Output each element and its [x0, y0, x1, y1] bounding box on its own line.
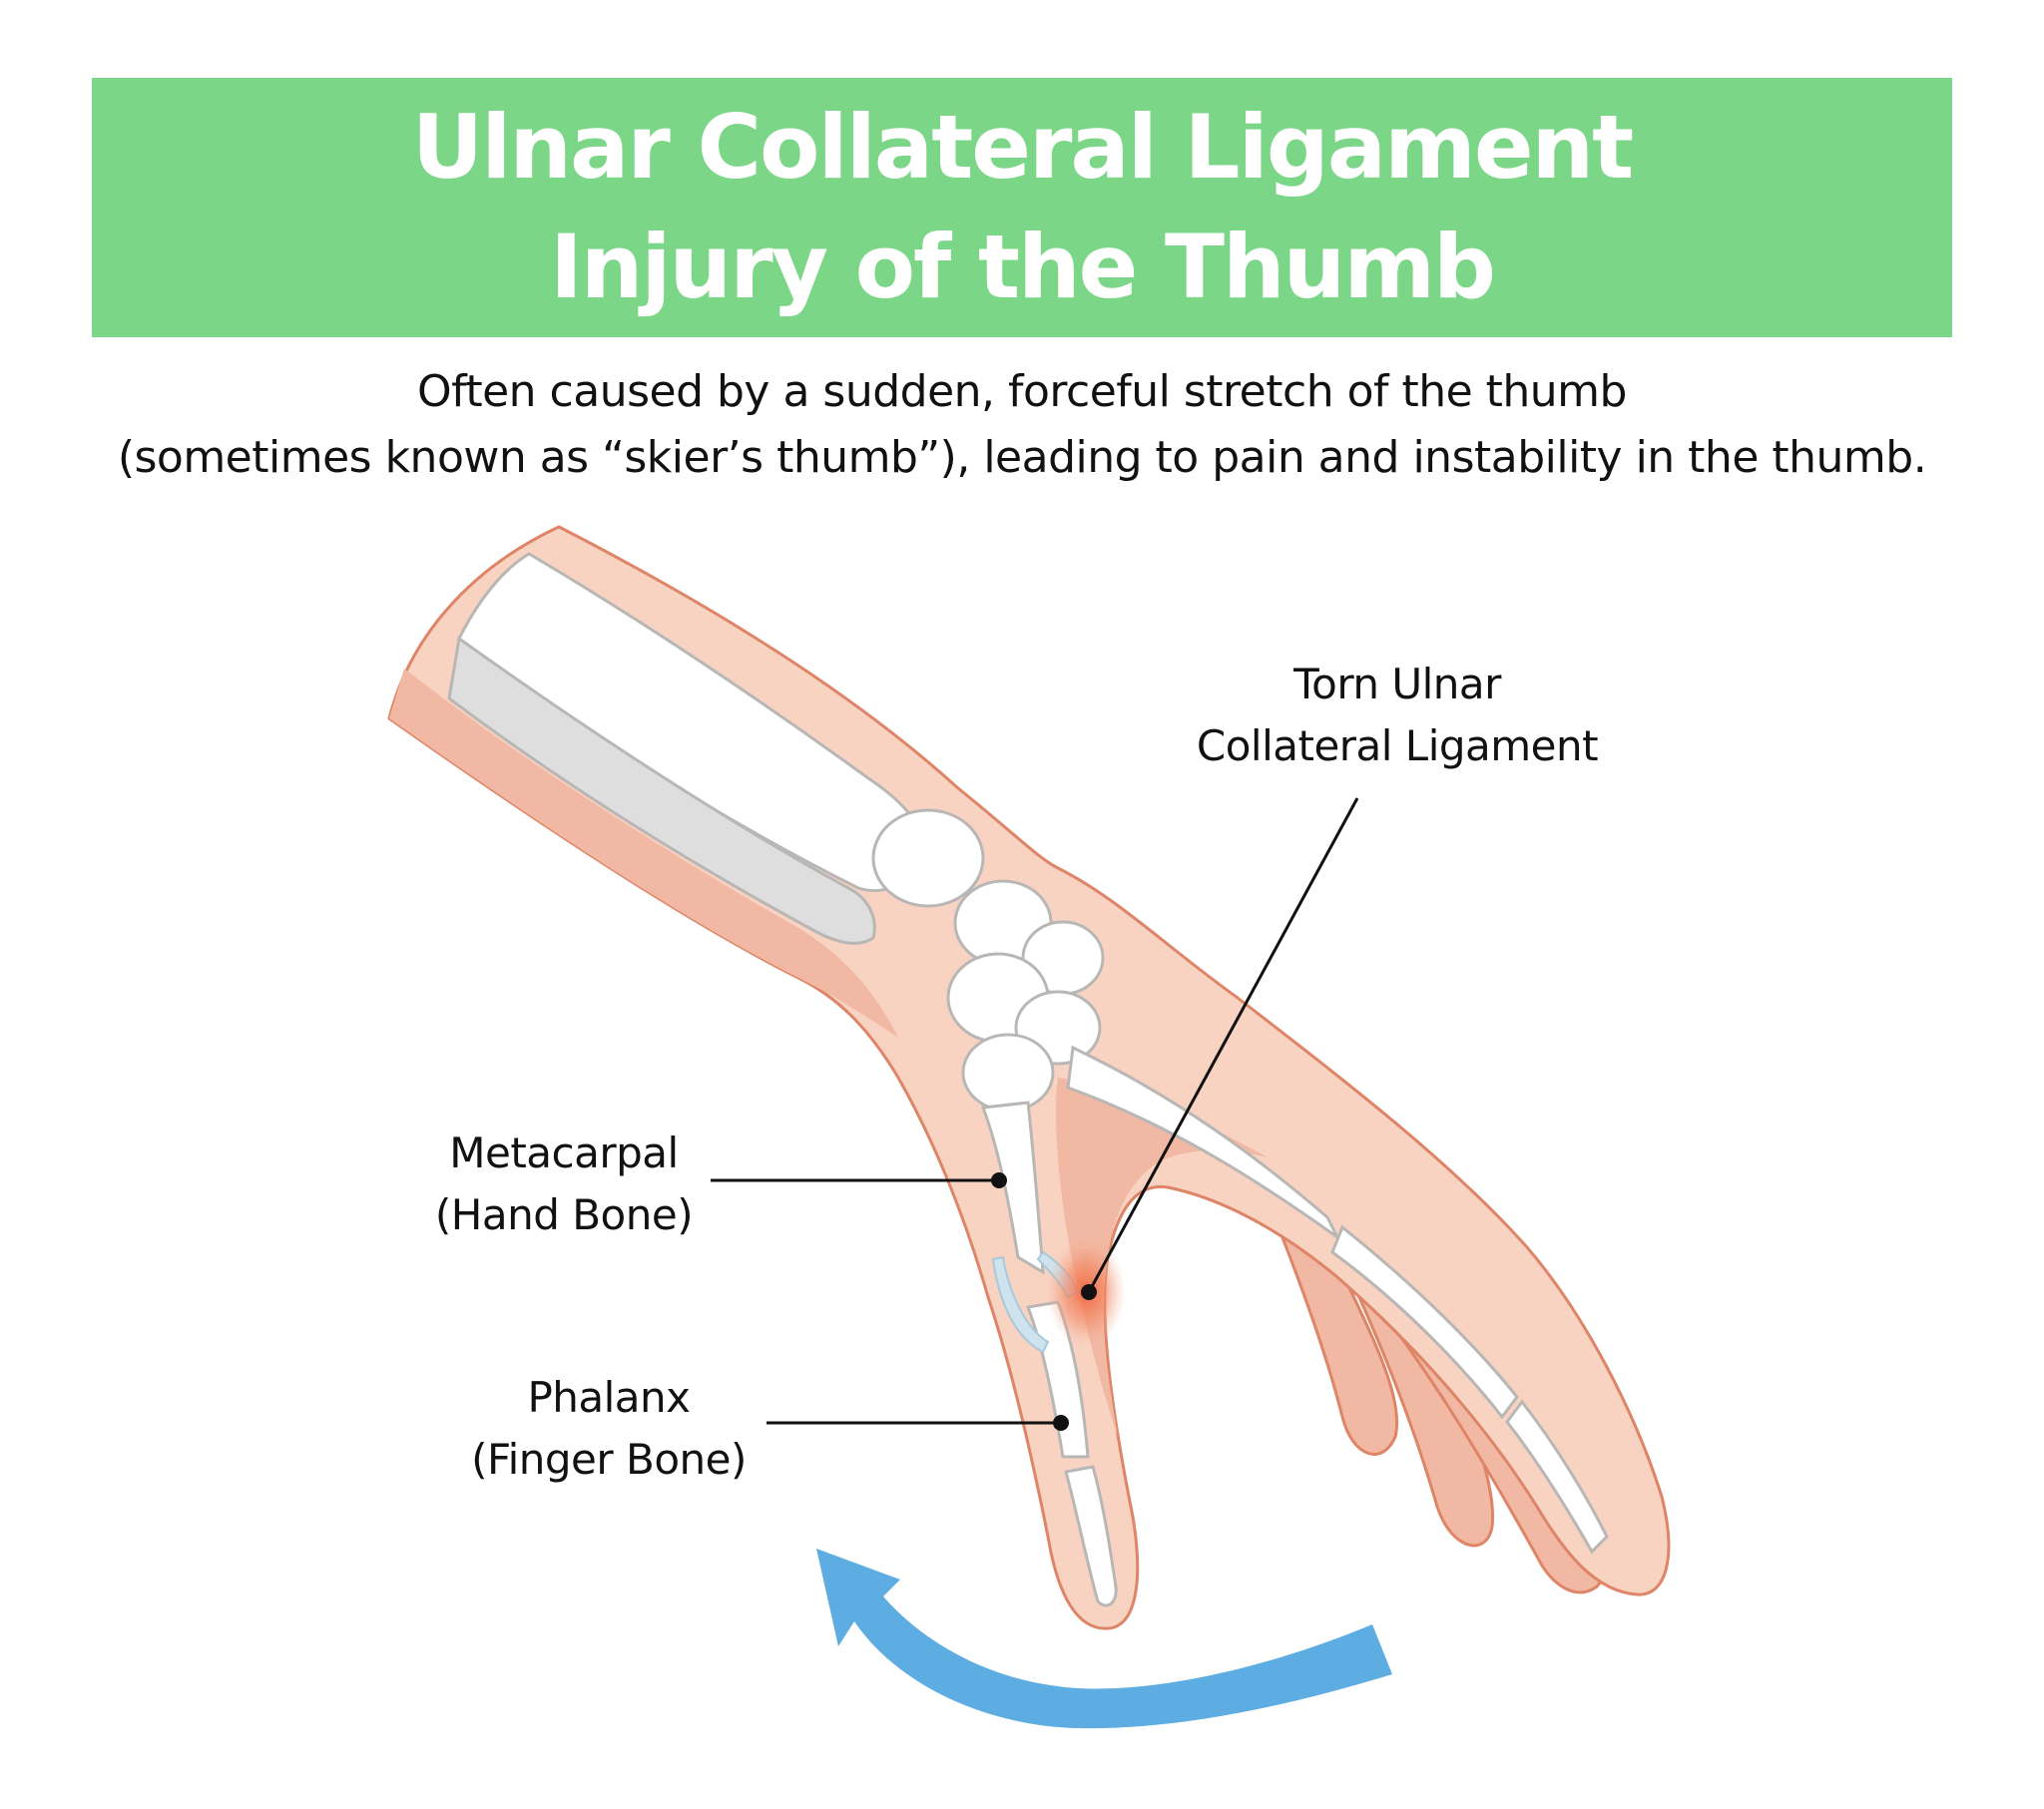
forearm-shadow	[389, 669, 898, 1038]
torn-ligament-label-line-2: Collateral Ligament	[1196, 721, 1599, 770]
description: Often caused by a sudden, forceful stret…	[0, 359, 2044, 491]
torn-ligament-label: Torn Ulnar Collateral Ligament	[1158, 654, 1637, 777]
phalanx-label-line-1: Phalanx	[527, 1373, 691, 1422]
title-line-1: Ulnar Collateral Ligament	[411, 96, 1634, 199]
phalanx-label: Phalanx (Finger Bone)	[449, 1367, 768, 1491]
torn-ligament-leader	[1087, 797, 1359, 1293]
torn-ligament-dot	[1081, 1284, 1097, 1300]
metacarpal-label-line-1: Metacarpal	[449, 1129, 679, 1177]
phalanx-dot	[1053, 1415, 1069, 1431]
metacarpal-bone	[980, 1101, 1045, 1275]
index-finger-bones	[1066, 1045, 1609, 1555]
metacarpal-label: Metacarpal (Hand Bone)	[409, 1123, 719, 1246]
thumb-web	[1056, 1078, 1268, 1437]
title-banner: Ulnar Collateral Ligament Injury of the …	[92, 78, 1952, 337]
little-finger	[1269, 1207, 1399, 1456]
ulna-bone	[447, 636, 876, 945]
title-line-2: Injury of the Thumb	[549, 216, 1496, 318]
distal-phalanx	[1064, 1465, 1118, 1607]
torn-ligament-label-line-1: Torn Ulnar	[1293, 660, 1501, 708]
metacarpal-dot	[991, 1172, 1007, 1188]
metacarpal-label-line-2: (Hand Bone)	[434, 1190, 694, 1239]
curved-arrow-icon	[816, 1549, 1392, 1729]
description-line-2: (sometimes known as “skier’s thumb”), le…	[117, 432, 1927, 483]
joint-cartilage	[991, 1255, 1050, 1354]
phalanx-label-line-2: (Finger Bone)	[471, 1435, 747, 1484]
description-line-1: Often caused by a sudden, forceful stret…	[417, 366, 1627, 417]
carpal-bones	[871, 808, 1105, 1113]
